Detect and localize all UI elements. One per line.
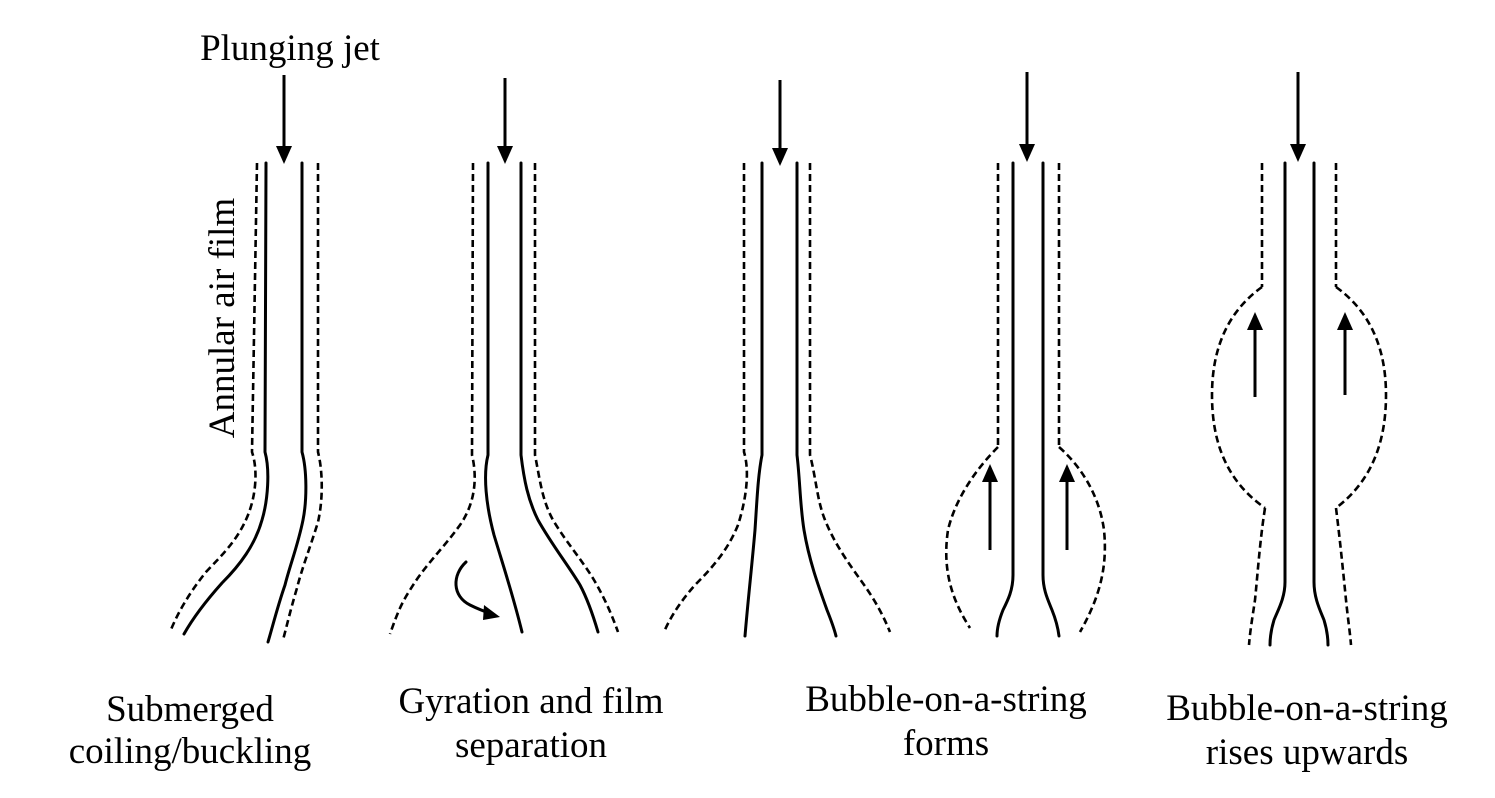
caption-stage-4-line-2: rises upwards [1206,732,1408,773]
jet-boundary-left [743,161,764,638]
caption-stage-3-line-2: forms [903,723,989,764]
caption-stage-2-line-2: separation [455,725,607,766]
jet-boundary-right [1312,161,1330,647]
caption-stage-3-line-1: Bubble-on-a-string [805,679,1087,720]
air-film-right-lower [1334,507,1353,646]
jet-arrow [1290,72,1306,162]
air-film-right [533,163,620,633]
jet-boundary-left [182,161,270,636]
bubble-right [1335,285,1388,510]
jet-boundary-left [484,161,524,634]
rise-arrow-left [982,464,998,550]
panel-film-split [662,80,892,638]
annular-air-film-label: Annular air film [202,198,243,439]
air-film-left-lower [1247,507,1267,646]
air-film-right [281,163,324,641]
rise-arrow-right [1059,464,1075,550]
jet-arrow [1019,72,1035,162]
air-film-left [662,163,749,633]
caption-stage-4-line-1: Bubble-on-a-string [1166,688,1448,729]
jet-arrow [276,75,292,164]
jet-boundary-left [1268,161,1287,647]
bubble-left [1210,285,1266,510]
rise-arrow-left [1247,312,1263,397]
gyration-arrow [454,560,500,620]
air-film-left [388,162,476,635]
panel-bubble-forms [944,72,1107,638]
jet-boundary-right [519,161,600,634]
plunging-jet-label: Plunging jet [200,28,381,69]
panel-gyration [388,78,620,635]
rise-arrow-right [1337,312,1353,395]
jet-boundary-right [795,161,838,638]
caption-stage-2-line-1: Gyration and film [398,681,663,722]
jet-boundary-left [995,161,1015,638]
caption-stage-1-line-1: Submerged [106,689,274,730]
air-film-right [808,163,892,633]
jet-arrow [497,78,513,164]
jet-boundary-right [1041,161,1061,638]
air-film-left [168,162,259,633]
caption-stage-1-line-2: coiling/buckling [69,731,312,772]
jet-arrow [772,80,788,166]
panel-submerged-coiling [168,75,324,644]
panel-bubble-rises [1210,72,1388,647]
jet-boundary-right [266,161,308,644]
